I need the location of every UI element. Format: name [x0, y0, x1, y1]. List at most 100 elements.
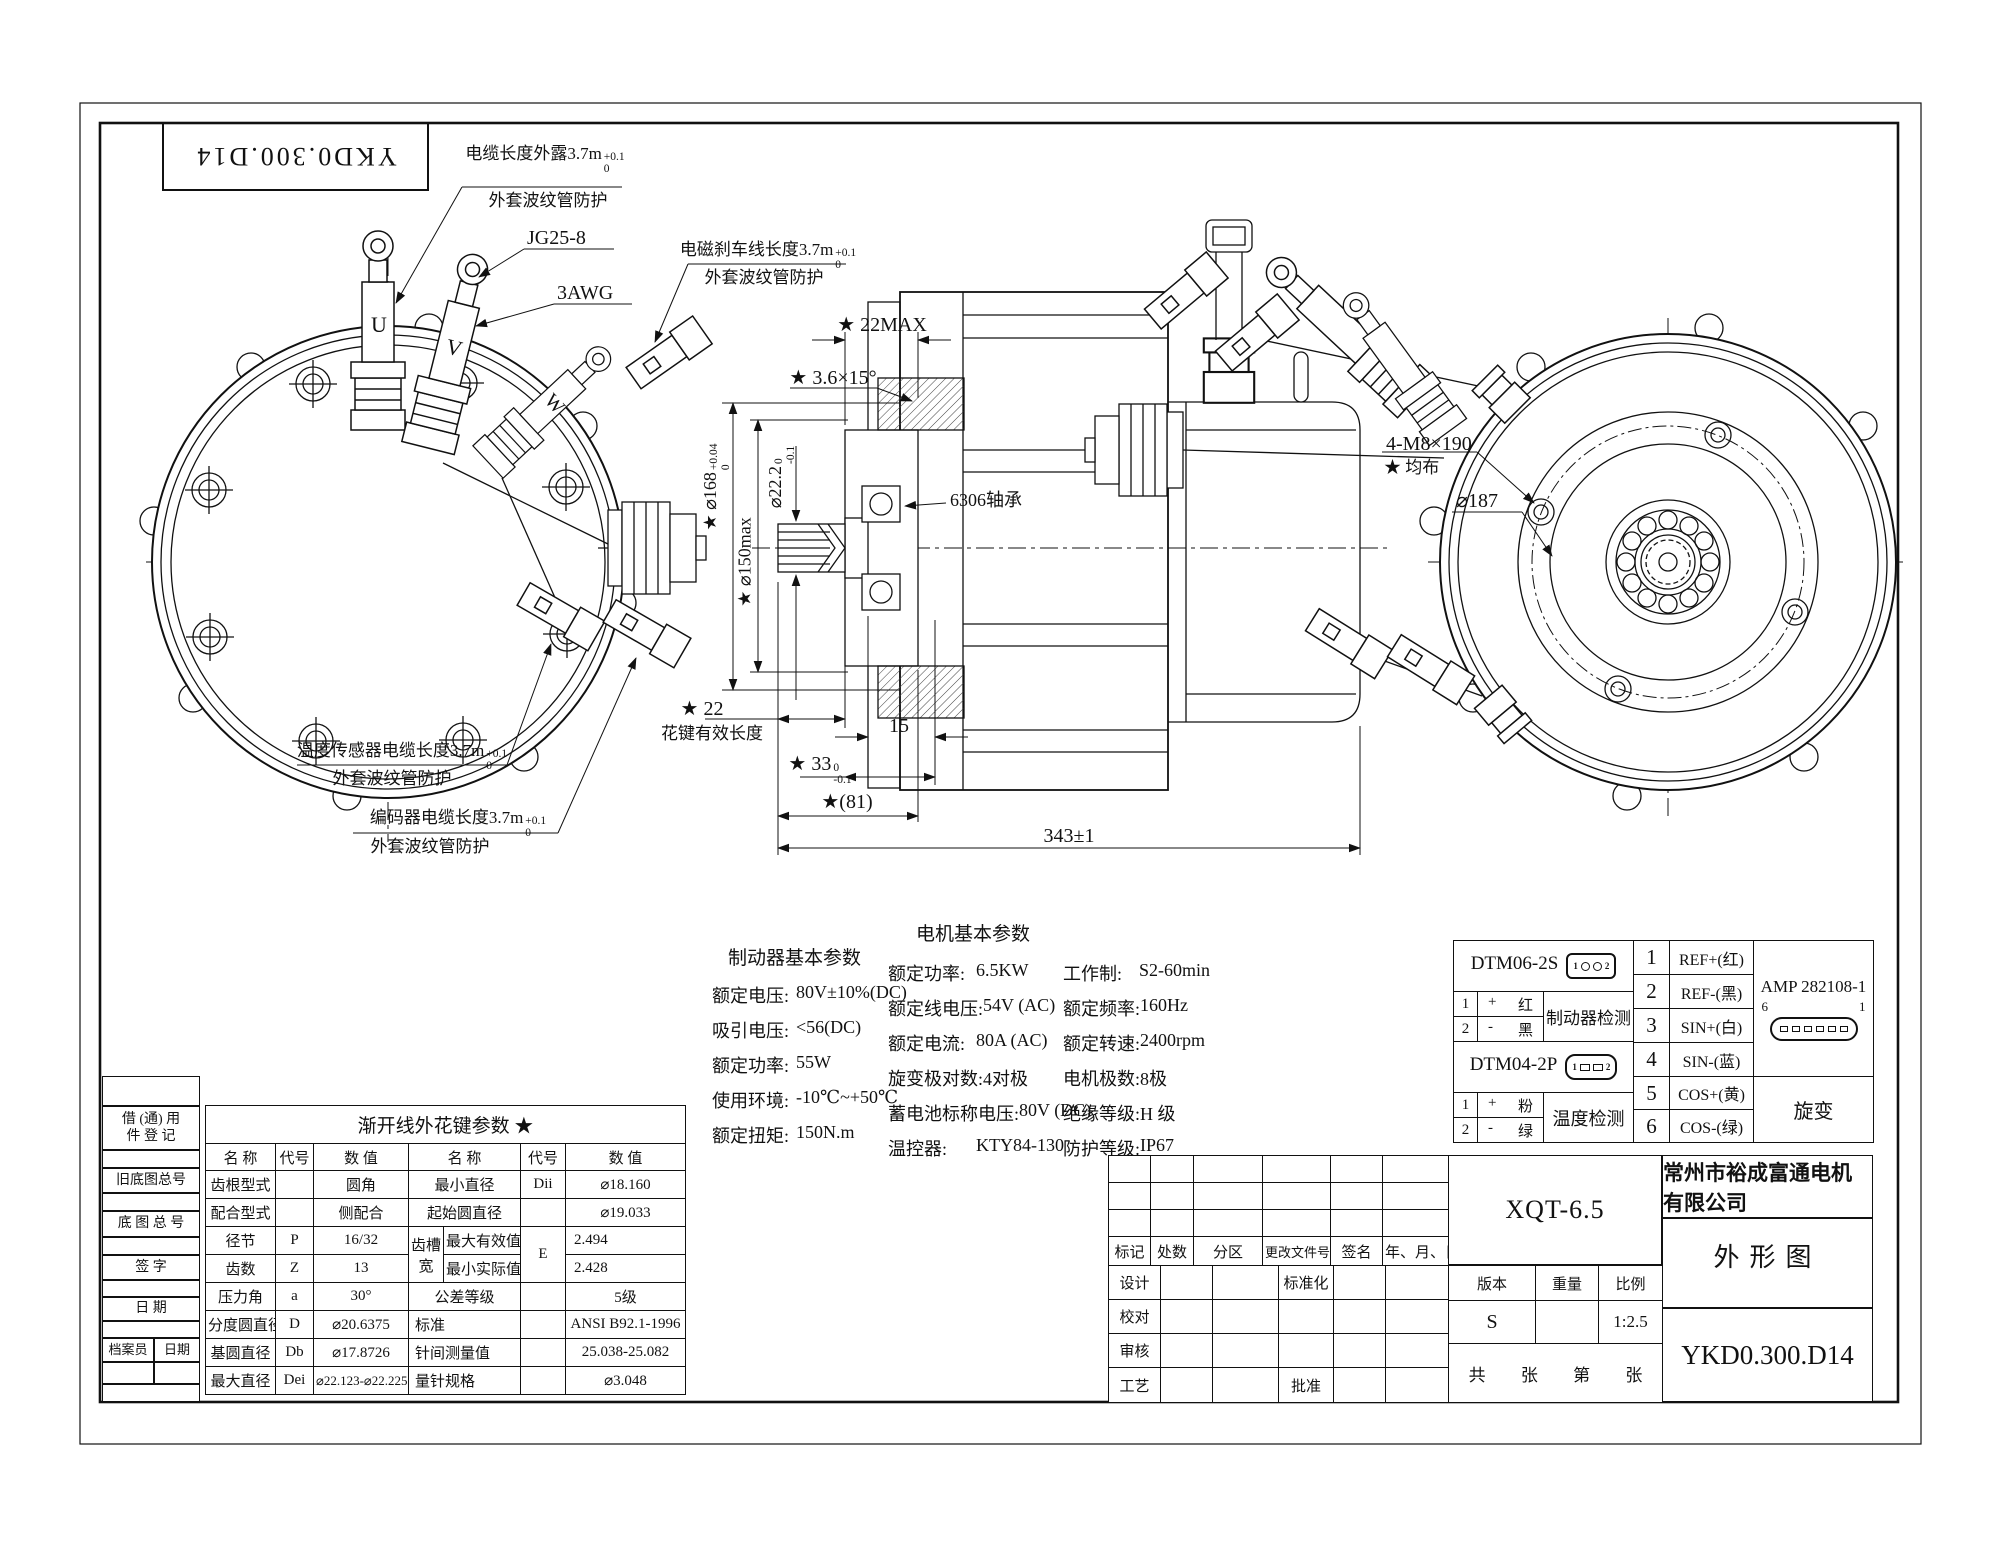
empty-cell: [1330, 1209, 1383, 1237]
tol-top: +0.1: [525, 815, 547, 827]
cell: ⌀19.033: [564, 1198, 687, 1227]
sig-label: 工艺: [1108, 1367, 1161, 1403]
cell: 最大有效值: [443, 1226, 521, 1255]
cell: Dei: [275, 1366, 314, 1395]
header-cell: 数 值: [564, 1143, 687, 1171]
cell: 径节: [205, 1226, 276, 1255]
cell: 1: [1453, 1092, 1478, 1118]
cell: Db: [275, 1338, 314, 1367]
empty-cell: [1382, 1182, 1449, 1210]
param-row: 防护等级:IP67: [1063, 1135, 1210, 1161]
annotation-text: 电磁刹车线长度3.7m: [679, 240, 834, 259]
leader-lines: [297, 186, 1553, 834]
cell: +粉: [1477, 1092, 1544, 1118]
empty-cell: [1108, 1155, 1151, 1183]
rev-header: 年、月、日: [1382, 1236, 1449, 1266]
document-type: 外形图: [1662, 1218, 1873, 1308]
cell: 针间测量值: [408, 1338, 521, 1367]
cell: 分度圆直径: [205, 1310, 276, 1339]
param-label: 吸引电压:: [712, 1021, 790, 1041]
param-label: 额定电压:: [712, 986, 790, 1006]
tolerance: 0-0.1: [833, 762, 851, 786]
tol-bottom: 0: [525, 827, 532, 840]
tol-bottom: -0.1: [785, 445, 797, 464]
annotation-brake-cable-2: 外套波纹管防护: [704, 268, 824, 287]
cell: +红: [1477, 991, 1544, 1017]
pin-no: 4: [1633, 1042, 1670, 1077]
cell: [520, 1338, 566, 1367]
cell: [520, 1282, 566, 1311]
pin-number: 1: [1859, 998, 1866, 1014]
sheet-count-label: 张: [1625, 1365, 1643, 1385]
annotation-text: 温度传感器电缆长度3.7m: [296, 741, 485, 760]
param-value: 80V±10%(DC): [796, 982, 907, 1002]
wire-color: 黑: [1517, 1022, 1533, 1039]
cell: -绿: [1477, 1117, 1544, 1143]
param-value: IP67: [1140, 1135, 1175, 1155]
cell: 30°: [313, 1282, 409, 1311]
tol-bottom: 0: [835, 259, 842, 272]
pin-label: COS-(绿): [1669, 1109, 1754, 1143]
param-label: 额定线电压:: [888, 999, 984, 1019]
cell: 2: [1453, 1016, 1478, 1042]
tolerance: 0-0.1: [773, 446, 797, 464]
param-row: 额定功率:55W: [712, 1052, 907, 1078]
param-value: 54V (AC): [983, 995, 1056, 1015]
empty-cell: [1382, 1155, 1449, 1183]
cell: 基圆直径: [205, 1338, 276, 1367]
connector-name: DTM04-2P: [1469, 1054, 1558, 1075]
param-row: 旋变极对数:4对极: [888, 1065, 1091, 1091]
sig-label: 审核: [1108, 1333, 1161, 1368]
strip-label: 借 (通) 用: [121, 1111, 181, 1127]
param-label: 温控器:: [888, 1139, 948, 1159]
amp-connector-icon: [1769, 1016, 1858, 1041]
cell: 齿数: [205, 1254, 276, 1283]
cell: 最小实际值: [443, 1254, 521, 1283]
empty-cell: [1262, 1209, 1331, 1237]
empty-cell: [102, 1362, 154, 1384]
sheet-count-label: 第: [1573, 1365, 1591, 1385]
tol-top: 0: [772, 458, 785, 464]
empty-cell: [1212, 1333, 1279, 1368]
drawing-number: YKD0.300.D14: [1662, 1308, 1873, 1402]
cell: ANSI B92.1-1996: [564, 1310, 687, 1339]
cell: 1: [1453, 991, 1478, 1017]
sig-label: 校对: [1108, 1299, 1161, 1334]
cell: 起始圆直径: [408, 1198, 521, 1227]
pin-label: REF-(黑): [1669, 974, 1754, 1009]
param-label: 额定功率:: [888, 964, 966, 984]
rev-header: 更改文件号: [1262, 1236, 1331, 1266]
strip-archivist: 档案员: [102, 1338, 154, 1362]
empty-cell: [1262, 1182, 1331, 1210]
label-bearing-6306: 6306轴承: [950, 490, 1022, 510]
cell: E: [520, 1226, 566, 1283]
strip-date: 日 期: [102, 1297, 200, 1321]
pin-no: 2: [1633, 974, 1670, 1009]
scale-label: 比例: [1598, 1265, 1663, 1301]
param-row: 蓄电池标称电压:80V (DC): [888, 1100, 1091, 1126]
param-label: 绝缘等级:: [1063, 1104, 1141, 1124]
empty-cell: [102, 1280, 200, 1297]
header-cell: 代号: [520, 1143, 566, 1171]
pin-socket: [1592, 1063, 1603, 1071]
param-label: 额定电流:: [888, 1034, 966, 1054]
param-value: 160Hz: [1140, 995, 1189, 1015]
label-spline-length: 花键有效长度: [661, 724, 763, 743]
strip-archivist-date: 日期: [154, 1338, 200, 1362]
dim-343: 343±1: [1043, 825, 1095, 847]
empty-cell: [1333, 1299, 1386, 1334]
annotation-cable-expose-2: 外套波纹管防护: [488, 191, 608, 210]
cell: 最大直径: [205, 1366, 276, 1395]
pin-dot: [1592, 961, 1602, 971]
empty-cell: [1193, 1155, 1263, 1183]
strip-borrow: 借 (通) 用件 登 记: [102, 1106, 200, 1150]
main-connector: [598, 501, 707, 595]
cell: a: [275, 1282, 314, 1311]
